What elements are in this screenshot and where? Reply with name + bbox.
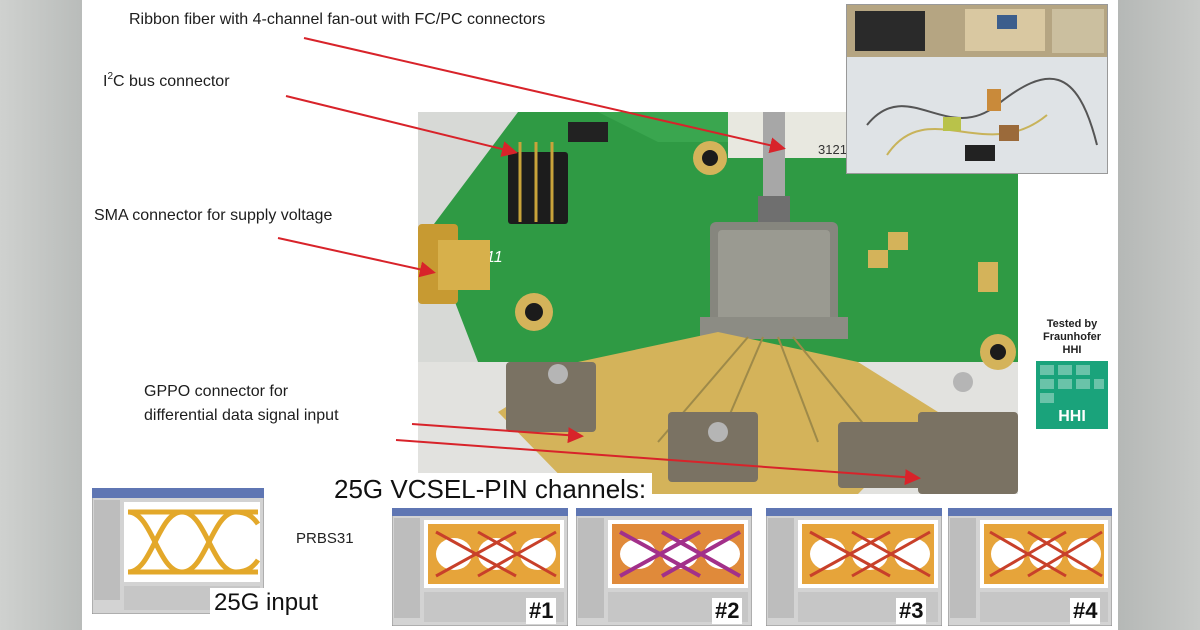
label-i2c-connector: I2C bus connector [103,72,230,91]
eye-diagram-channel-4 [948,508,1112,626]
eye-diagram-channel-3 [766,508,942,626]
input-eye-label: 25G input [210,588,323,618]
tested-by-line1: Tested by [1046,318,1098,330]
hhi-logo: HHI [1036,361,1108,429]
slide: 3121 J11 [82,0,1118,630]
label-i2c-prefix: I [103,73,108,90]
board-serial: 3121 [818,142,847,157]
vcsel-module [700,222,848,339]
i2c-header [508,142,568,224]
tested-by-line3: HHI [1062,344,1082,356]
channel-3-label: #3 [896,598,927,624]
label-sma-connector: SMA connector for supply voltage [94,207,333,224]
label-gppo-line2: differential data signal input [144,407,339,424]
right-margin [1118,0,1200,630]
label-ribbon-fiber: Ribbon fiber with 4-channel fan-out with… [129,11,546,28]
label-i2c-suffix: C bus connector [113,73,230,90]
hhi-logo-text: HHI [1058,408,1086,425]
arrow-sma [277,237,436,278]
channel-1-label: #1 [526,598,557,624]
prbs-label: PRBS31 [296,530,354,547]
lab-setup-photo [846,4,1108,174]
label-i2c-sup: 2 [107,71,114,82]
tested-by-hhi: Tested by Fraunhofer HHI HHI [1032,318,1112,442]
left-margin [0,0,82,630]
tested-by-line2: Fraunhofer [1042,331,1102,343]
channels-heading: 25G VCSEL-PIN channels: [328,473,653,505]
channel-2-label: #2 [712,598,743,624]
channel-4-label: #4 [1070,598,1101,624]
label-gppo-line1: GPPO connector for [144,383,289,400]
board-photo: 3121 J11 [418,112,1018,494]
